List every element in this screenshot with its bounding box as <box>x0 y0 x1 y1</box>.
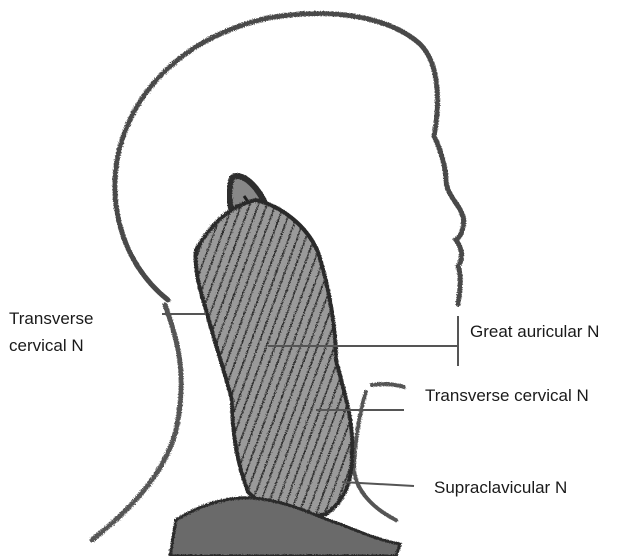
label-great-auricular: Great auricular N <box>470 318 599 345</box>
neck-muscles <box>196 200 353 516</box>
label-supraclavicular: Supraclavicular N <box>434 474 567 501</box>
neck-back-outline <box>92 305 181 540</box>
clavicle-region <box>170 498 400 556</box>
leader-line-supraclavicular <box>342 482 414 486</box>
label-transverse-cervical-right: Transverse cervical N <box>425 382 589 409</box>
label-transverse-cervical-left: Transverse cervical N <box>9 305 93 359</box>
label-transverse-cervical-left-line2: cervical N <box>9 332 93 359</box>
label-transverse-cervical-left-line1: Transverse <box>9 305 93 332</box>
neck-front-outline <box>354 384 404 520</box>
